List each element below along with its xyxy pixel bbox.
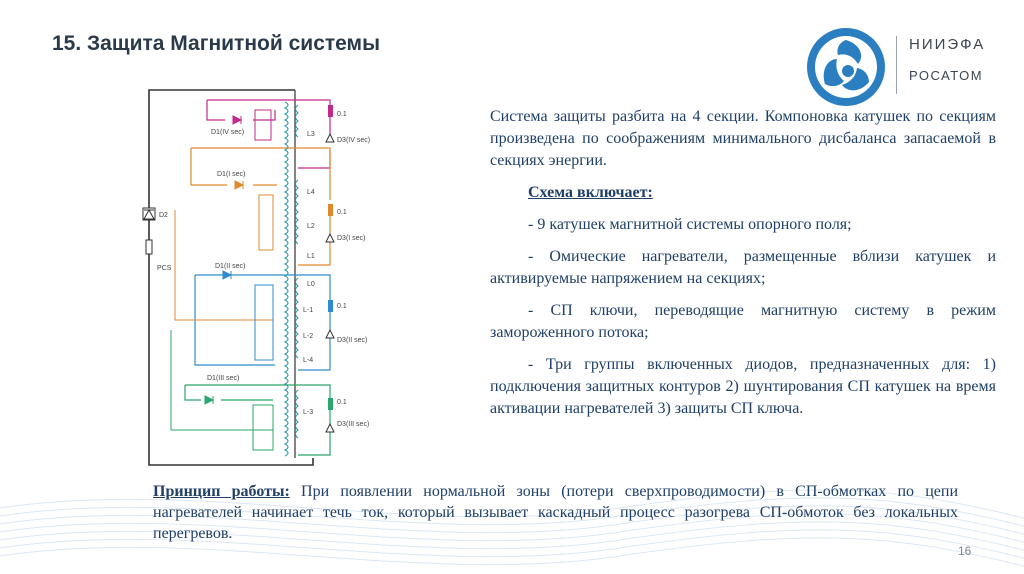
label-d1-iv: D1(IV sec): [211, 129, 244, 136]
scheme-item-coils: - 9 катушек магнитной системы опорного п…: [528, 216, 852, 233]
label-l0: L0: [307, 281, 315, 288]
label-l2: L2: [307, 223, 315, 230]
page-number: 16: [958, 544, 972, 558]
scheme-item-diodes: - Три группы включенных диодов, предназн…: [490, 356, 996, 417]
d1-i-diode-icon: [234, 180, 245, 190]
logo-divider: [896, 36, 897, 94]
label-d3-iii: D3(III sec): [337, 421, 369, 428]
d3-i-diode-icon: [325, 232, 335, 243]
coil-main-icon: [294, 104, 299, 439]
outer-circuit-wire: [148, 89, 314, 466]
label-r1: 0.1: [337, 111, 347, 118]
main-text-block: Система защиты разбита на 4 секции. Комп…: [490, 106, 996, 430]
scheme-item-switches: - СП ключи, переводящие магнитную систем…: [490, 302, 996, 341]
logo-sub-name: РОСАТОМ: [909, 68, 984, 83]
decorative-waves: [0, 489, 1024, 567]
logo-org-name: НИИЭФА: [909, 36, 986, 53]
label-r3: 0.1: [337, 303, 347, 310]
slide-title: 15. Защита Магнитной системы: [52, 32, 381, 55]
protection-circuit-diagram: D2 PCS D1(IV sec) 0.1 D3(IV sec) L3 D1(I…: [142, 89, 370, 466]
label-d3-iv: D3(IV sec): [337, 137, 370, 144]
principle-paragraph: Принцип работы: При появлении нормальной…: [153, 481, 958, 544]
scheme-heading: Схема включает:: [528, 184, 653, 201]
scheme-item-heaters: - Омические нагреватели, размещенные вбл…: [490, 248, 996, 287]
pcs-switch-icon: [145, 239, 153, 255]
section-i-loop: [190, 147, 333, 266]
label-l1: L1: [307, 253, 315, 260]
principle-text: При появлении нормальной зоны (потери св…: [153, 483, 959, 542]
label-d1-ii: D1(II sec): [215, 263, 245, 270]
label-lm4: L-4: [303, 357, 313, 364]
label-lm3: L-3: [303, 409, 313, 416]
label-lm2: L-2: [303, 333, 313, 340]
d1-iii-diode-icon: [204, 395, 215, 405]
label-d2: D2: [159, 212, 168, 219]
rosatom-niiefa-logo: НИИЭФА РОСАТОМ: [805, 26, 995, 106]
intro-paragraph: Система защиты разбита на 4 секции. Комп…: [490, 108, 996, 169]
heater-loops: [170, 109, 274, 451]
rosatom-emblem-icon: [807, 28, 885, 106]
section-ii-loop: [194, 274, 333, 371]
principle-label: Принцип работы:: [153, 483, 290, 500]
d1-ii-diode-icon: [222, 270, 233, 280]
coil-stack-icon: [283, 101, 289, 457]
d1-iv-diode-icon: [232, 115, 243, 125]
d3-iv-diode-icon: [325, 132, 335, 143]
label-l4: L4: [307, 189, 315, 196]
label-d1-i: D1(I sec): [217, 171, 245, 178]
d2-diode-icon: [142, 207, 156, 221]
d3-iii-diode-icon: [325, 422, 335, 433]
label-r4: 0.1: [337, 399, 347, 406]
label-d1-iii: D1(III sec): [207, 375, 239, 382]
label-pcs: PCS: [157, 265, 172, 272]
label-r2: 0.1: [337, 209, 347, 216]
section-iii-loop: [184, 384, 333, 456]
label-d3-ii: D3(II sec): [337, 337, 367, 344]
label-d3-i: D3(I sec): [337, 235, 365, 242]
d3-ii-diode-icon: [325, 328, 335, 339]
label-lm1: L-1: [303, 307, 313, 314]
label-l3: L3: [307, 131, 315, 138]
